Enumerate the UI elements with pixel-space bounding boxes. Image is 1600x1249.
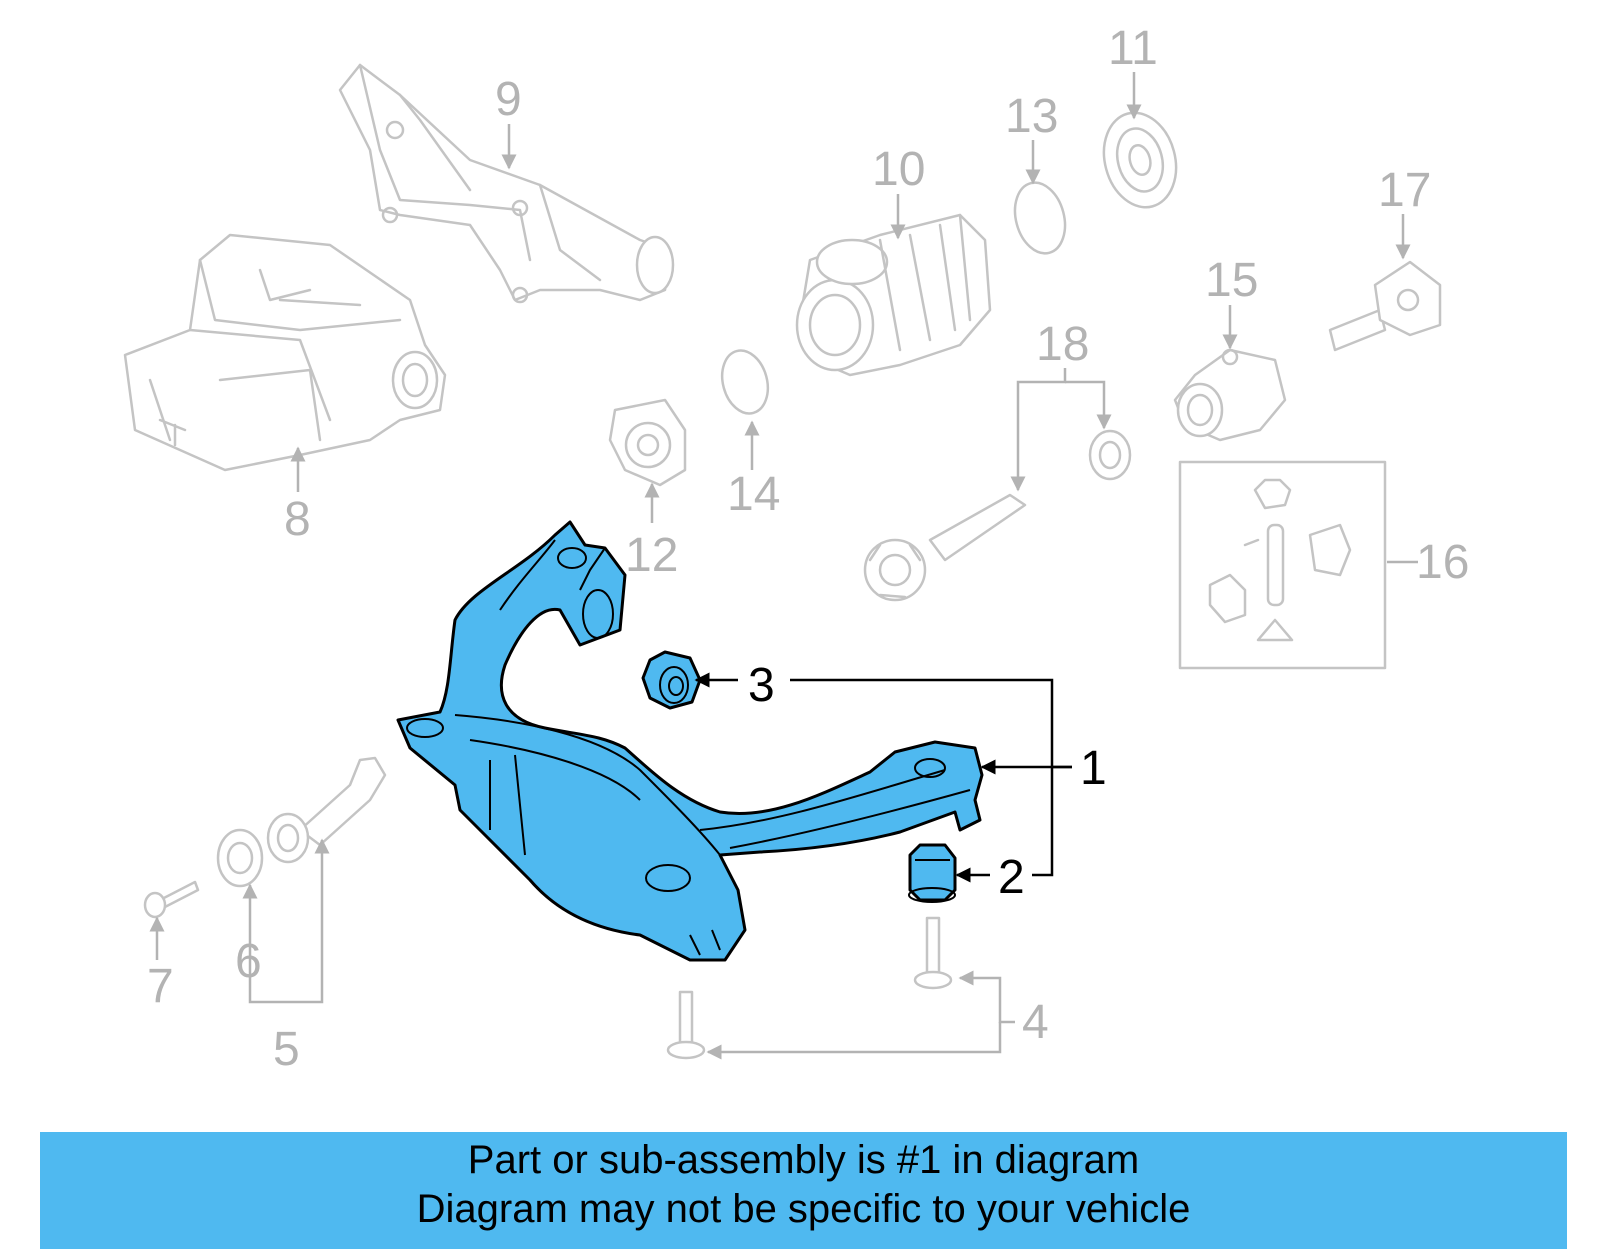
- part-6-bushing: [216, 828, 264, 888]
- banner-line-2: Diagram may not be specific to your vehi…: [416, 1187, 1191, 1231]
- callout-17: 17: [1378, 164, 1431, 217]
- leader-lines-black: [694, 672, 1072, 883]
- part-1-crossmember: [396, 520, 984, 962]
- callout-8: 8: [284, 493, 311, 546]
- callout-6: 6: [235, 935, 262, 988]
- part-13-o-ring: [1013, 181, 1067, 255]
- part-14-o-ring: [720, 349, 770, 415]
- callout-labels: 1 2 3 4 5 6 7 8 9 10 11 12 13 14 15 16 1…: [147, 22, 1469, 1076]
- part-9-bracket: [338, 63, 675, 304]
- part-15-diff-case: [1173, 348, 1287, 442]
- callout-12: 12: [625, 529, 678, 582]
- callout-13: 13: [1005, 90, 1058, 143]
- callout-9: 9: [495, 73, 522, 126]
- callout-4: 4: [1022, 996, 1049, 1049]
- callout-10: 10: [872, 143, 925, 196]
- callout-14: 14: [727, 468, 780, 521]
- part-11-cover: [1102, 111, 1178, 209]
- banner-line-1: Part or sub-assembly is #1 in diagram: [467, 1138, 1140, 1182]
- part-12-flange: [608, 398, 687, 487]
- callout-1: 1: [1080, 742, 1107, 795]
- callout-3: 3: [748, 659, 775, 712]
- callout-18: 18: [1036, 318, 1089, 371]
- info-banner: Part or sub-assembly is #1 in diagram Di…: [40, 1132, 1567, 1249]
- part-4-bolts: [666, 916, 953, 1060]
- part-8-differential-housing: [123, 233, 447, 472]
- callout-5: 5: [273, 1023, 300, 1076]
- part-16-gear-set: [1178, 460, 1387, 670]
- callout-7: 7: [147, 960, 174, 1013]
- parts-diagram: 1 2 3 4 5 6 7 8 9 10 11 12 13 14 15 16 1…: [123, 22, 1469, 1076]
- part-10-housing: [795, 213, 992, 377]
- part-7-bolt: [143, 880, 200, 919]
- part-3-bushing: [641, 650, 702, 710]
- callout-15: 15: [1205, 254, 1258, 307]
- part-18-shaft: [863, 429, 1132, 602]
- leader-lines-gray: [149, 72, 1418, 1060]
- callout-11: 11: [1108, 22, 1158, 75]
- part-17-flange-shaft: [1328, 260, 1442, 352]
- part-5-link: [266, 756, 387, 864]
- part-2-bushing: [908, 843, 957, 903]
- callout-2: 2: [998, 851, 1025, 904]
- callout-16: 16: [1416, 536, 1469, 589]
